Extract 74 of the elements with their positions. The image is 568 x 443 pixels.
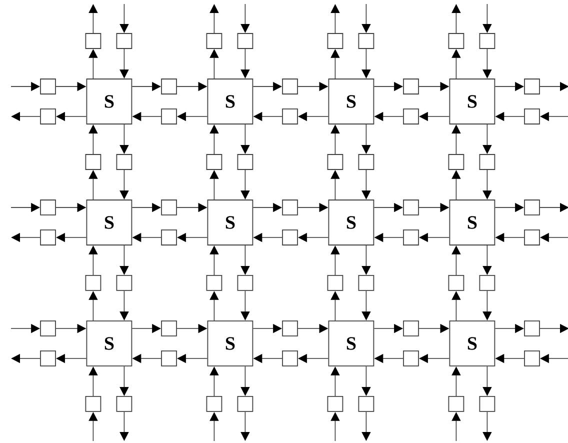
buffer-box — [161, 350, 177, 366]
buffer-box — [524, 78, 540, 94]
buffer-box — [282, 200, 298, 216]
switch-box: S — [207, 200, 254, 246]
buffer-box — [448, 154, 464, 170]
buffer-box — [282, 78, 298, 94]
switch-box: S — [328, 320, 374, 366]
switch-box: S — [86, 320, 132, 366]
switch-box: S — [207, 320, 254, 366]
buffer-box — [116, 33, 132, 49]
buffer-box — [524, 350, 540, 366]
buffer-box — [85, 396, 102, 412]
buffer-box — [403, 78, 419, 94]
buffer-box — [116, 275, 132, 291]
buffer-box — [161, 78, 177, 94]
buffer-box — [85, 275, 102, 291]
switch-box: S — [449, 200, 496, 246]
buffer-box — [403, 230, 419, 246]
buffer-box — [206, 154, 222, 170]
buffer-box — [282, 350, 298, 366]
buffer-box — [40, 200, 56, 216]
buffer-box — [206, 275, 222, 291]
buffer-box — [327, 33, 344, 49]
buffer-box — [161, 320, 177, 336]
buffer-box — [237, 33, 254, 49]
buffer-box — [282, 230, 298, 246]
buffer-box — [85, 33, 102, 49]
buffer-box — [237, 275, 254, 291]
buffer-box — [161, 230, 177, 246]
switch-box: S — [328, 200, 374, 246]
switch-box: S — [207, 78, 254, 124]
buffer-box — [479, 275, 496, 291]
buffer-box — [448, 396, 464, 412]
switch-box: S — [328, 78, 374, 124]
buffer-box — [40, 230, 56, 246]
buffer-box — [327, 154, 344, 170]
switch-box: S — [86, 200, 132, 246]
switch-box: S — [449, 320, 496, 366]
buffer-box — [40, 78, 56, 94]
buffer-box — [206, 396, 222, 412]
buffer-box — [40, 108, 56, 124]
buffer-box — [237, 396, 254, 412]
buffer-box — [479, 396, 496, 412]
buffer-box — [524, 108, 540, 124]
buffer-box — [206, 33, 222, 49]
switch-box: S — [449, 78, 496, 124]
buffer-box — [282, 108, 298, 124]
buffer-box — [524, 230, 540, 246]
buffer-box — [403, 320, 419, 336]
buffer-box — [358, 396, 374, 412]
buffer-box — [358, 275, 374, 291]
buffer-box — [358, 33, 374, 49]
buffer-box — [161, 108, 177, 124]
buffer-box — [403, 200, 419, 216]
switch-box: S — [86, 78, 132, 124]
buffer-box — [479, 33, 496, 49]
buffer-box — [116, 396, 132, 412]
buffer-box — [327, 396, 344, 412]
buffer-box — [448, 275, 464, 291]
buffer-box — [479, 154, 496, 170]
buffer-box — [327, 275, 344, 291]
buffer-box — [116, 154, 132, 170]
buffer-box — [40, 350, 56, 366]
buffer-box — [524, 200, 540, 216]
buffer-box — [403, 108, 419, 124]
buffer-box — [40, 320, 56, 336]
buffer-box — [524, 320, 540, 336]
buffer-box — [448, 33, 464, 49]
buffer-box — [237, 154, 254, 170]
buffer-box — [85, 154, 102, 170]
buffer-box — [358, 154, 374, 170]
buffer-box — [282, 320, 298, 336]
buffer-box — [403, 350, 419, 366]
buffer-box — [161, 200, 177, 216]
